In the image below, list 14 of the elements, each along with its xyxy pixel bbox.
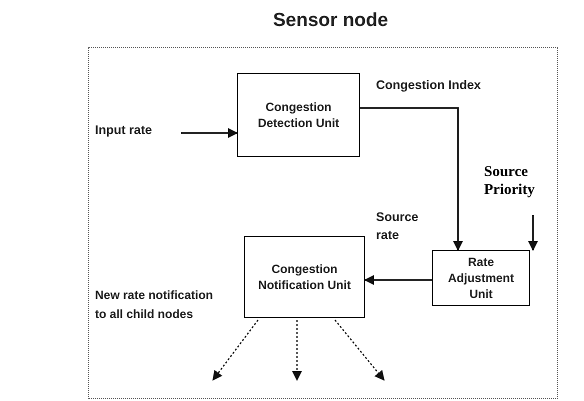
arrow — [360, 107, 463, 251]
arrow — [364, 275, 432, 285]
node-title: Sensor node — [273, 10, 388, 32]
arrow — [334, 320, 385, 381]
arrow — [181, 128, 238, 138]
process-box: Congestion Detection Unit — [237, 73, 360, 157]
process-box: Congestion Notification Unit — [244, 236, 365, 318]
arrow — [528, 215, 538, 251]
input-label: Source Priority — [484, 163, 570, 203]
input-label: Input rate — [95, 123, 175, 143]
process-box: Rate Adjustment Unit — [432, 250, 530, 306]
arrow — [212, 320, 259, 381]
arrow — [292, 320, 302, 381]
edge-label: Congestion Index — [376, 77, 481, 94]
